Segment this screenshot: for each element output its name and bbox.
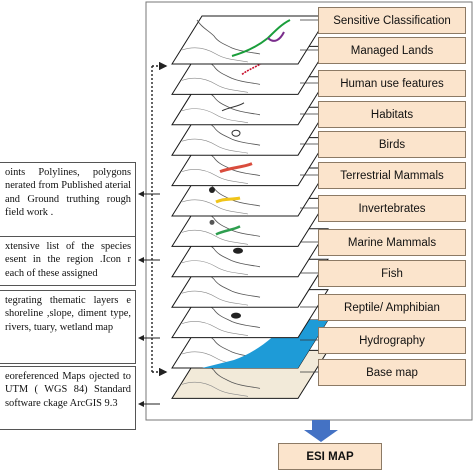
mammal-area bbox=[215, 196, 241, 204]
invertebrate-area bbox=[215, 225, 241, 236]
layer-label-reptile-amphibian: Reptile/ Amphibian bbox=[318, 294, 466, 321]
coastline-inner bbox=[181, 138, 249, 154]
label-connectors bbox=[300, 19, 318, 373]
description-species-list: xtensive list of the species esent in th… bbox=[0, 236, 136, 286]
layer-label-sensitive-classification: Sensitive Classification bbox=[318, 7, 466, 34]
coastline-inner bbox=[181, 260, 249, 276]
layer-label-base-map: Base map bbox=[318, 359, 466, 386]
esi-map-box: ESI MAP bbox=[278, 443, 382, 470]
map-plane-sensitive bbox=[171, 15, 329, 65]
layer-label-invertebrates: Invertebrates bbox=[318, 195, 466, 222]
layer-label-hydrography: Hydrography bbox=[318, 327, 466, 354]
coastline-inner bbox=[181, 78, 249, 93]
down-arrow-icon bbox=[304, 420, 338, 442]
layer-label-fish: Fish bbox=[318, 260, 466, 287]
sensitive-line bbox=[267, 31, 285, 42]
coastline-inner bbox=[181, 321, 249, 336]
human-use-line bbox=[221, 102, 245, 112]
reptile-icon bbox=[231, 312, 241, 319]
habitat-mark bbox=[231, 129, 241, 137]
bird-area bbox=[219, 162, 253, 174]
layer-label-habitats: Habitats bbox=[318, 101, 466, 128]
description-georeferencing: eoreferenced Maps ojected to UTM ( WGS 8… bbox=[0, 366, 136, 430]
marine-mammal-icon bbox=[233, 247, 243, 254]
description-thematic-layers: tegrating thematic layers e shoreline ,s… bbox=[0, 290, 136, 364]
description-data-sources: oints Polylines, polygons nerated from P… bbox=[0, 162, 136, 238]
coastline-inner bbox=[181, 169, 249, 184]
coastline-inner bbox=[181, 382, 249, 397]
layer-label-birds: Birds bbox=[318, 131, 466, 158]
layer-label-managed-lands: Managed Lands bbox=[318, 37, 466, 64]
coastline-inner bbox=[181, 108, 249, 124]
invertebrate-icon bbox=[209, 219, 215, 225]
stack-frame bbox=[145, 1, 473, 421]
coastline-inner bbox=[181, 230, 249, 245]
layer-label-human-use-features: Human use features bbox=[318, 70, 466, 97]
layer-label-marine-mammals: Marine Mammals bbox=[318, 229, 466, 256]
mammal-icon bbox=[209, 187, 215, 193]
coastline-inner bbox=[181, 199, 249, 215]
layer-label-terrestrial-mammals: Terrestrial Mammals bbox=[318, 162, 466, 189]
coastline-inner bbox=[181, 47, 249, 63]
coastline-inner bbox=[181, 290, 249, 306]
